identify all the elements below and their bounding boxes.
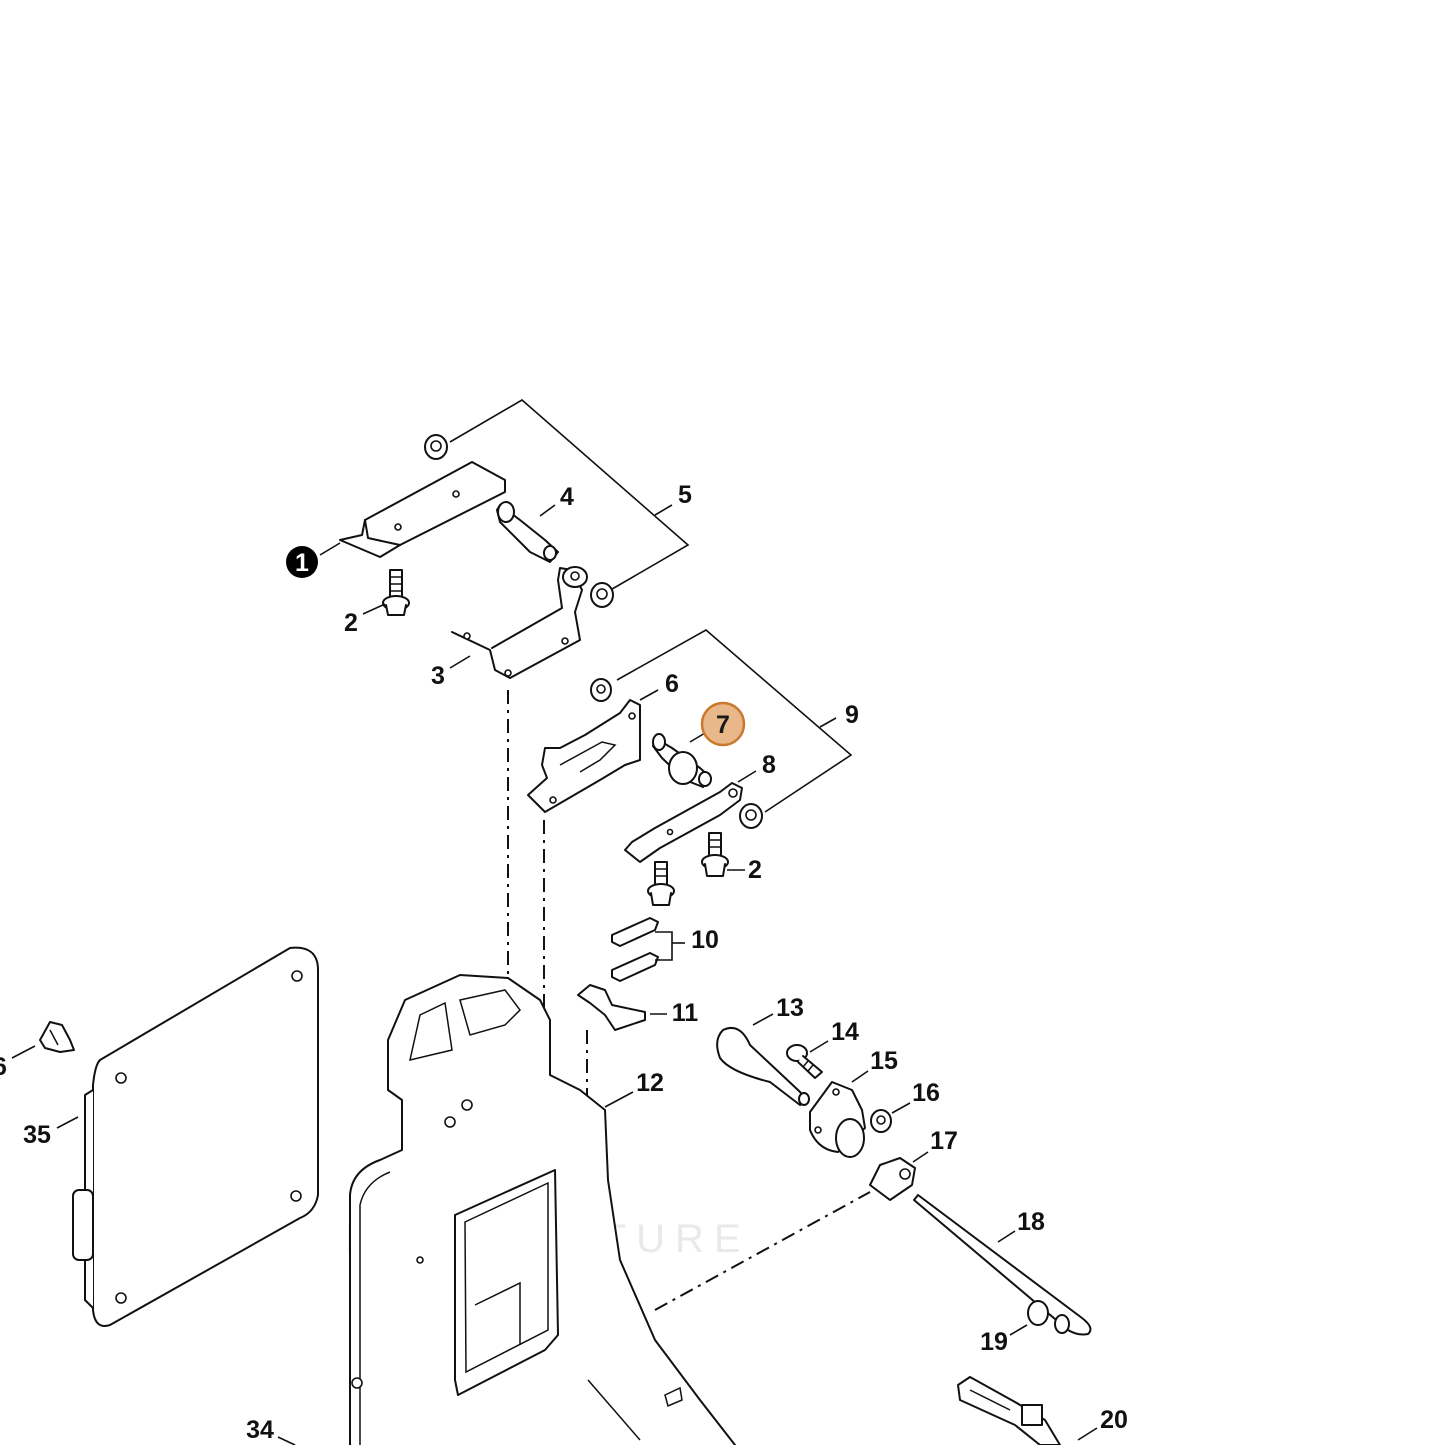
part-6-plate[interactable]: [527, 699, 641, 813]
part-5-nut[interactable]: [590, 582, 614, 608]
part-6-nut[interactable]: [590, 678, 612, 702]
callout-5[interactable]: 5: [678, 481, 692, 509]
part-35-panel[interactable]: [72, 946, 319, 1327]
part-1-bracket[interactable]: [339, 461, 506, 558]
callout-2-right[interactable]: 2: [748, 856, 762, 884]
callout-7-highlight[interactable]: 7: [700, 701, 746, 747]
leader-lines: [11, 504, 1098, 1445]
part-8-strap[interactable]: [624, 782, 743, 863]
part-10-pads[interactable]: [611, 917, 659, 982]
part-16-nut[interactable]: [870, 1109, 892, 1133]
part-3-bracket[interactable]: [451, 566, 588, 679]
callout-20[interactable]: 20: [1100, 1406, 1128, 1434]
part-14-bolt[interactable]: [786, 1044, 823, 1079]
callout-19[interactable]: 19: [980, 1328, 1008, 1356]
part-17-guide[interactable]: [869, 1157, 916, 1201]
part-2-stud-right[interactable]: [701, 832, 729, 877]
part-20-handle[interactable]: [957, 1376, 1061, 1445]
part-15-flange[interactable]: [809, 1081, 866, 1158]
callout-14[interactable]: 14: [831, 1018, 859, 1046]
callout-16[interactable]: 16: [912, 1079, 940, 1107]
part-5-nut-top[interactable]: [424, 434, 448, 460]
callout-11[interactable]: 11: [672, 999, 699, 1027]
part-36-clip[interactable]: [39, 1021, 75, 1053]
callout-15[interactable]: 15: [870, 1047, 898, 1075]
part-19-washer[interactable]: [1027, 1300, 1070, 1334]
callout-9[interactable]: 9: [845, 701, 859, 729]
part-7-bushing[interactable]: [652, 733, 712, 788]
callout-2[interactable]: 2: [344, 609, 358, 637]
part-11-clip[interactable]: [577, 984, 646, 1031]
callout-6[interactable]: 6: [665, 670, 679, 698]
group-bracket-5: [449, 399, 690, 593]
part-18-rod[interactable]: [913, 1194, 1092, 1336]
part-2-stud[interactable]: [382, 569, 410, 616]
callout-7: 7: [716, 711, 730, 739]
group-bracket-9: [616, 629, 853, 813]
part-2-stud-lower[interactable]: [647, 861, 675, 906]
callout-18[interactable]: 18: [1017, 1208, 1045, 1236]
part-13-horn[interactable]: [716, 1026, 810, 1106]
callout-1-badge[interactable]: 1: [286, 546, 318, 578]
callout-3[interactable]: 3: [431, 662, 445, 690]
callout-10[interactable]: 10: [691, 926, 719, 954]
callout-35[interactable]: 35: [23, 1121, 51, 1149]
callout-36[interactable]: 6: [0, 1053, 7, 1081]
part-9-nut[interactable]: [739, 803, 763, 829]
part-4-bushing[interactable]: [496, 501, 559, 563]
callout-1: 1: [295, 549, 309, 577]
part-12-frame[interactable]: [349, 974, 736, 1445]
callout-4[interactable]: 4: [560, 483, 574, 511]
callout-34[interactable]: 34: [246, 1416, 274, 1444]
callout-8[interactable]: 8: [762, 751, 776, 779]
callout-12[interactable]: 12: [636, 1069, 664, 1097]
callout-17[interactable]: 17: [930, 1127, 958, 1155]
callout-13[interactable]: 13: [776, 994, 804, 1022]
